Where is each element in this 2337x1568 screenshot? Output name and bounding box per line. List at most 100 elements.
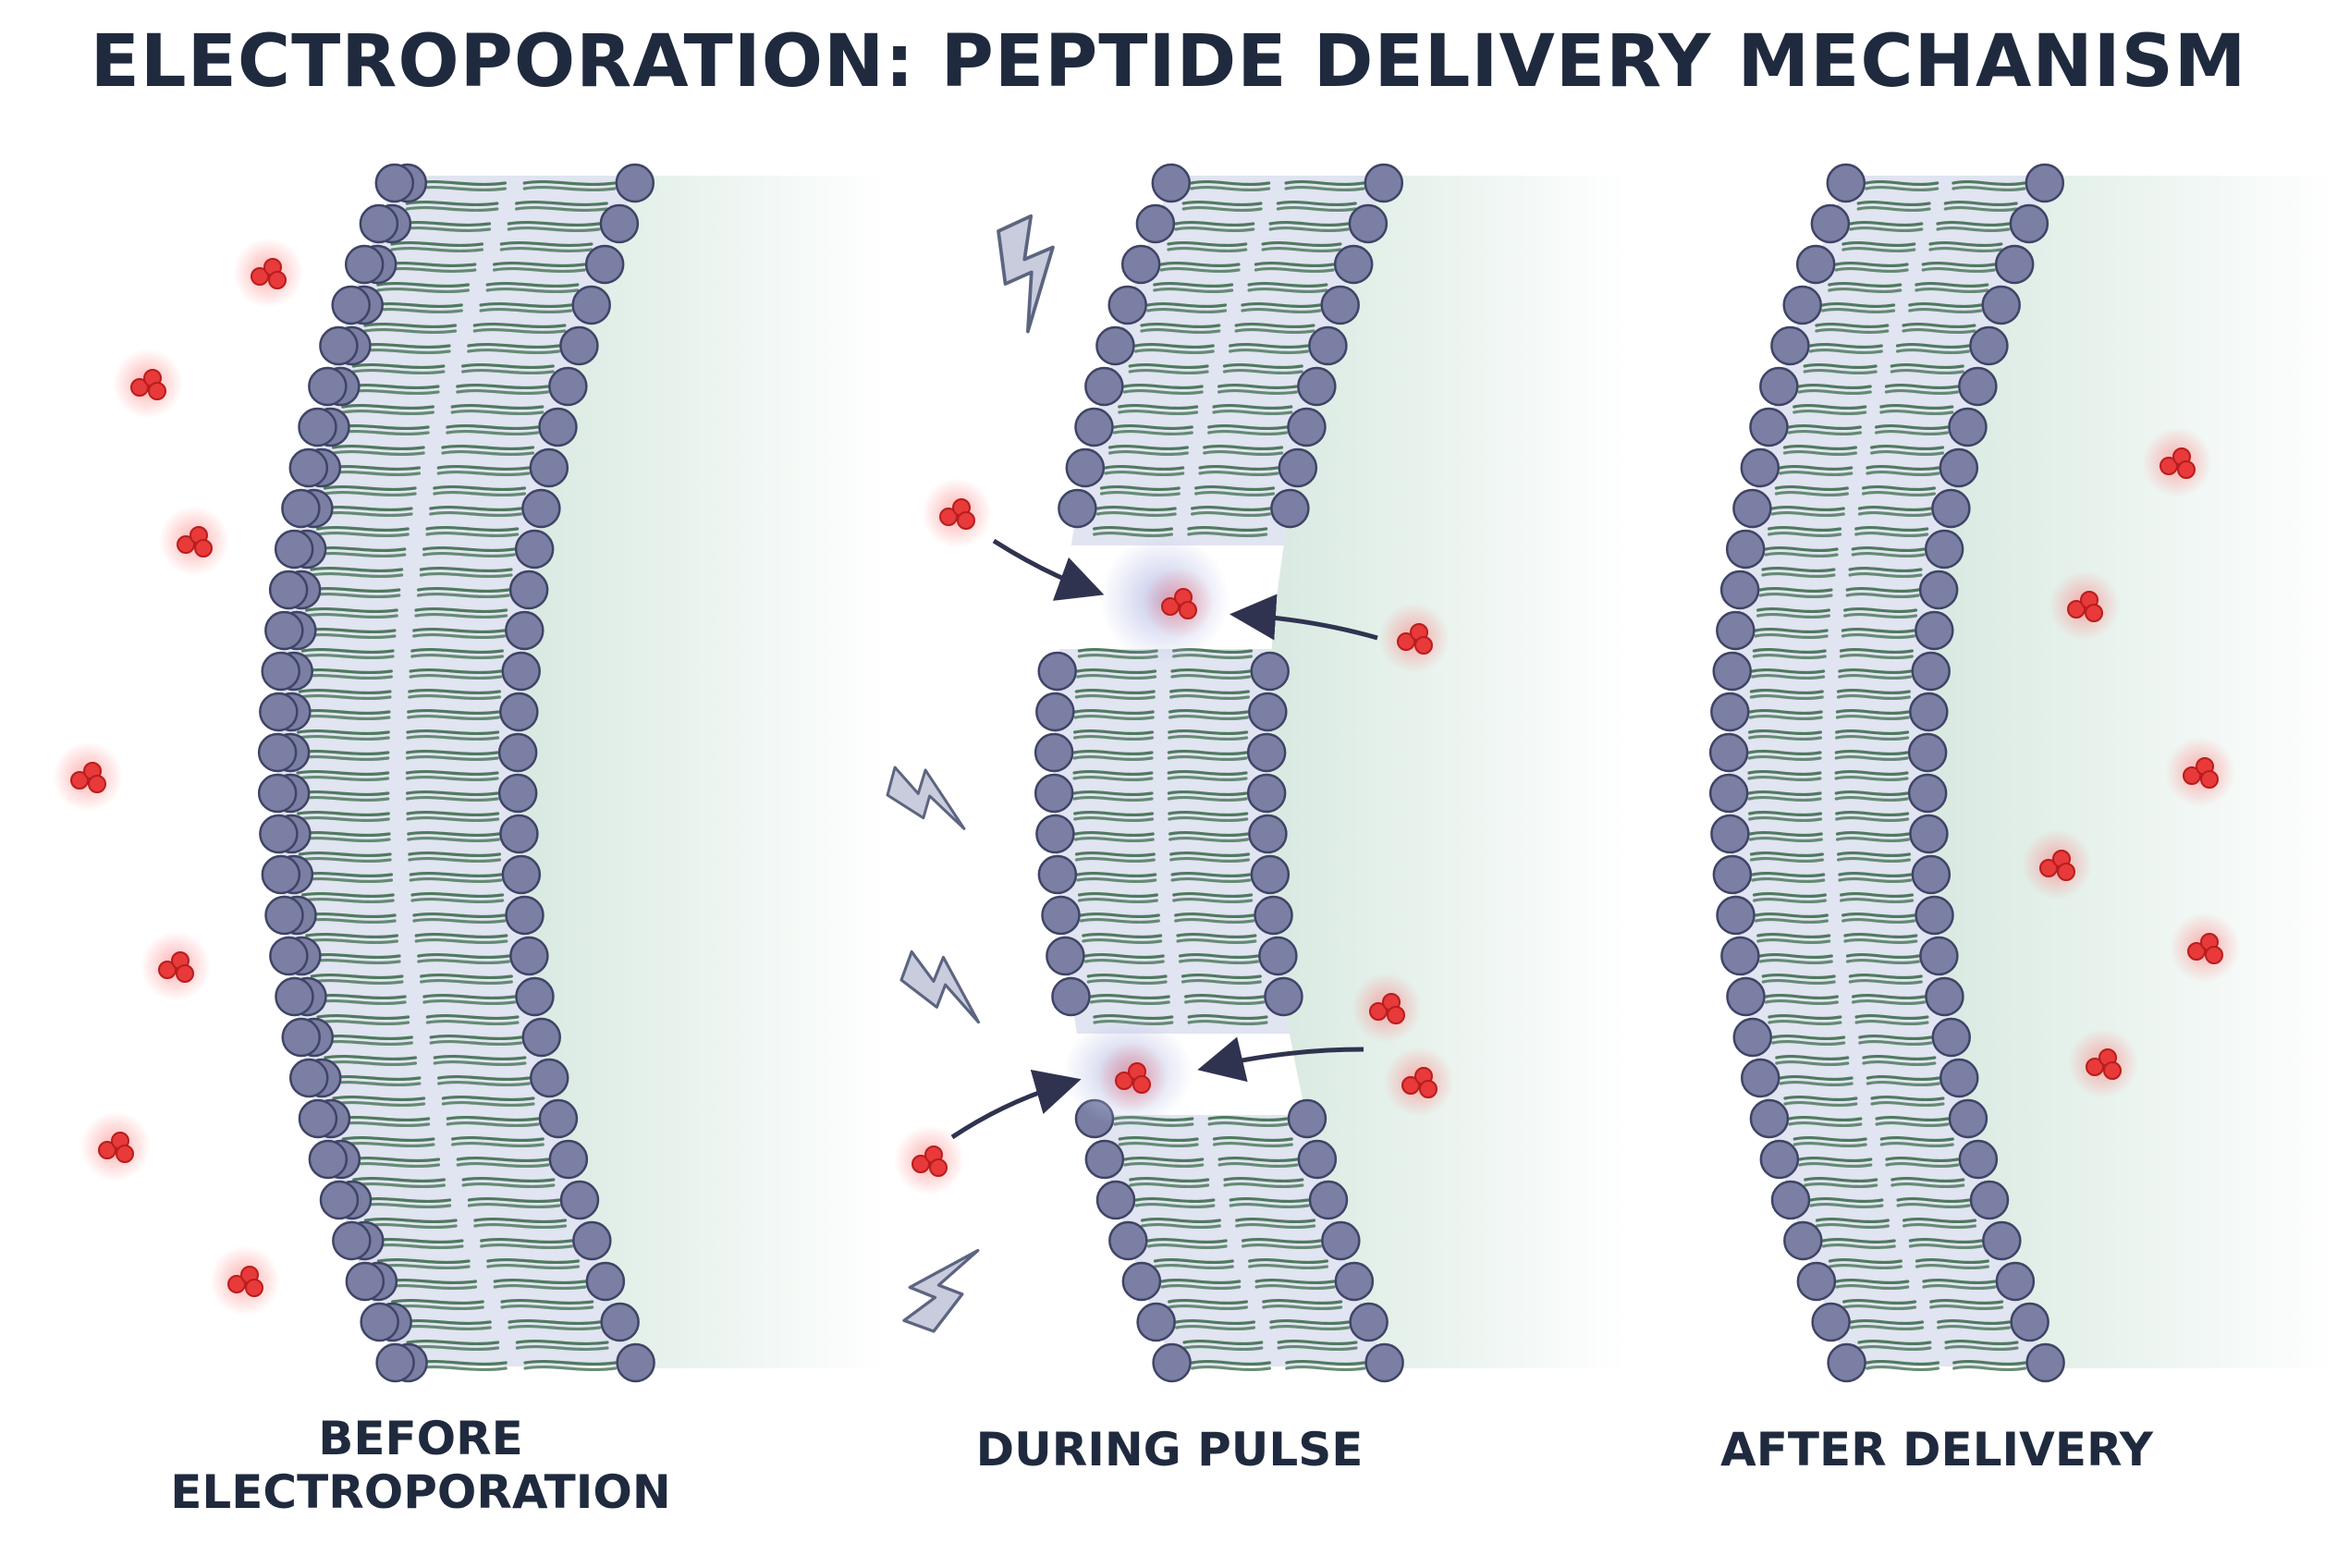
lipid-tail [298, 856, 392, 864]
lipid-tail [1952, 1359, 2027, 1366]
peptide-bead [1369, 1002, 1388, 1021]
lipid-tail [1915, 281, 1989, 288]
lipid-tail [1076, 876, 1157, 884]
lipid-tail [410, 897, 505, 904]
lipid-head [1287, 407, 1327, 447]
lipid-tail [1285, 1365, 1366, 1372]
lipid-tail [1835, 1283, 1910, 1291]
peptide [2170, 913, 2240, 983]
lipid-tail [429, 1034, 523, 1041]
lipid-head [298, 1098, 338, 1139]
lipid-tail [1229, 1202, 1310, 1209]
lipid-tail [1936, 220, 2011, 227]
lipid-tail [1764, 545, 1839, 553]
lipid-head [281, 488, 321, 529]
lipid-tail [1277, 1339, 1358, 1346]
lipid-tail [1841, 917, 1916, 925]
lipid-tail [414, 606, 508, 614]
lipid-tail [1118, 403, 1199, 410]
lipid-tail [406, 734, 500, 741]
lipid-tail [1865, 185, 1939, 192]
lipid-tail [508, 1324, 602, 1331]
lipid-tail [1747, 775, 1822, 782]
lipid-tail [1168, 688, 1250, 695]
lipid-tail [1146, 307, 1228, 314]
lightning-bolt-icon [886, 766, 966, 830]
lipid-head [559, 325, 599, 366]
lipid-tail [1212, 1135, 1293, 1143]
lipid-tail [1908, 307, 1983, 314]
peptide [894, 1125, 964, 1195]
lipid-head [1348, 203, 1389, 244]
peptide [233, 238, 303, 308]
peptide [2049, 570, 2120, 641]
lipid-tail [1782, 449, 1857, 457]
lipid-tail [296, 775, 390, 782]
lipid-tail [1749, 688, 1824, 695]
lipid-tail [1870, 444, 1945, 451]
lipid-tail [1073, 708, 1155, 716]
lipid-tail [412, 632, 506, 640]
lipid-head [1084, 366, 1124, 407]
lipid-tail [1866, 464, 1940, 472]
lipid-tail [351, 362, 446, 370]
lipid-tail [1747, 769, 1822, 777]
lipid-tail [310, 973, 404, 980]
lipid-head [1151, 163, 1192, 203]
lipid-head [585, 1261, 626, 1302]
lipid-tail [1752, 653, 1827, 660]
lipid-tail [429, 1039, 523, 1047]
lipid-tail [1843, 937, 1918, 945]
lipid-head [1320, 285, 1360, 325]
lipid-tail [1174, 220, 1255, 227]
lipid-tail [436, 464, 531, 472]
lipid-tail [1851, 993, 1927, 1000]
lipid-head [1811, 1302, 1851, 1342]
lipid-tail [1168, 693, 1250, 701]
arrow [1230, 594, 1378, 641]
lipid-tail [1841, 240, 1916, 248]
lipid-tail [390, 1298, 484, 1305]
lipid-tail [1866, 470, 1940, 477]
lipid-head [514, 529, 555, 570]
lipid-tail [1168, 1298, 1248, 1305]
lipid-head [1931, 1017, 1971, 1058]
lipid-tail [472, 327, 567, 335]
lipid-tail [412, 917, 507, 925]
lipid-tail [1107, 449, 1189, 457]
lipid-tail [446, 429, 540, 436]
lipid-tail [1082, 932, 1163, 939]
peptide-bead [1132, 1075, 1151, 1094]
lipid-tail [1752, 647, 1827, 655]
lipid-tail [1865, 1359, 1940, 1366]
lipid-head [264, 895, 304, 936]
lipid-head [499, 814, 539, 854]
lipid-head [1270, 488, 1310, 529]
lipid-tail [451, 1135, 544, 1143]
lipid-tail [450, 403, 544, 410]
lipid-tail [1944, 1344, 2019, 1352]
lipid-tail [407, 830, 501, 838]
lipid-head [1254, 895, 1293, 936]
lipid-tail [1929, 1304, 2004, 1311]
lipid-tail [1079, 917, 1160, 925]
lipid-tail [420, 978, 513, 986]
lipid-tail [429, 505, 522, 512]
lipid-tail [523, 1359, 618, 1366]
lipid-tail [446, 423, 540, 431]
lipid-tail [363, 1217, 458, 1224]
lipid-head [1924, 529, 1964, 570]
lipid-tail [1821, 301, 1896, 309]
lipid-tail [300, 647, 395, 655]
lipid-head [1065, 447, 1106, 488]
lipid-head [1308, 1180, 1349, 1220]
lipid-tail [1748, 714, 1823, 721]
lipid-tail [425, 1013, 520, 1021]
lipid-tail [1160, 1283, 1242, 1291]
lipid-tail [441, 1095, 535, 1102]
panel-label-line: BEFORE [318, 1412, 523, 1465]
lipid-tail [1129, 1182, 1210, 1189]
lipid-tail [1234, 322, 1315, 329]
lipid-tail [1828, 281, 1903, 288]
lipid-tail [1168, 836, 1249, 843]
